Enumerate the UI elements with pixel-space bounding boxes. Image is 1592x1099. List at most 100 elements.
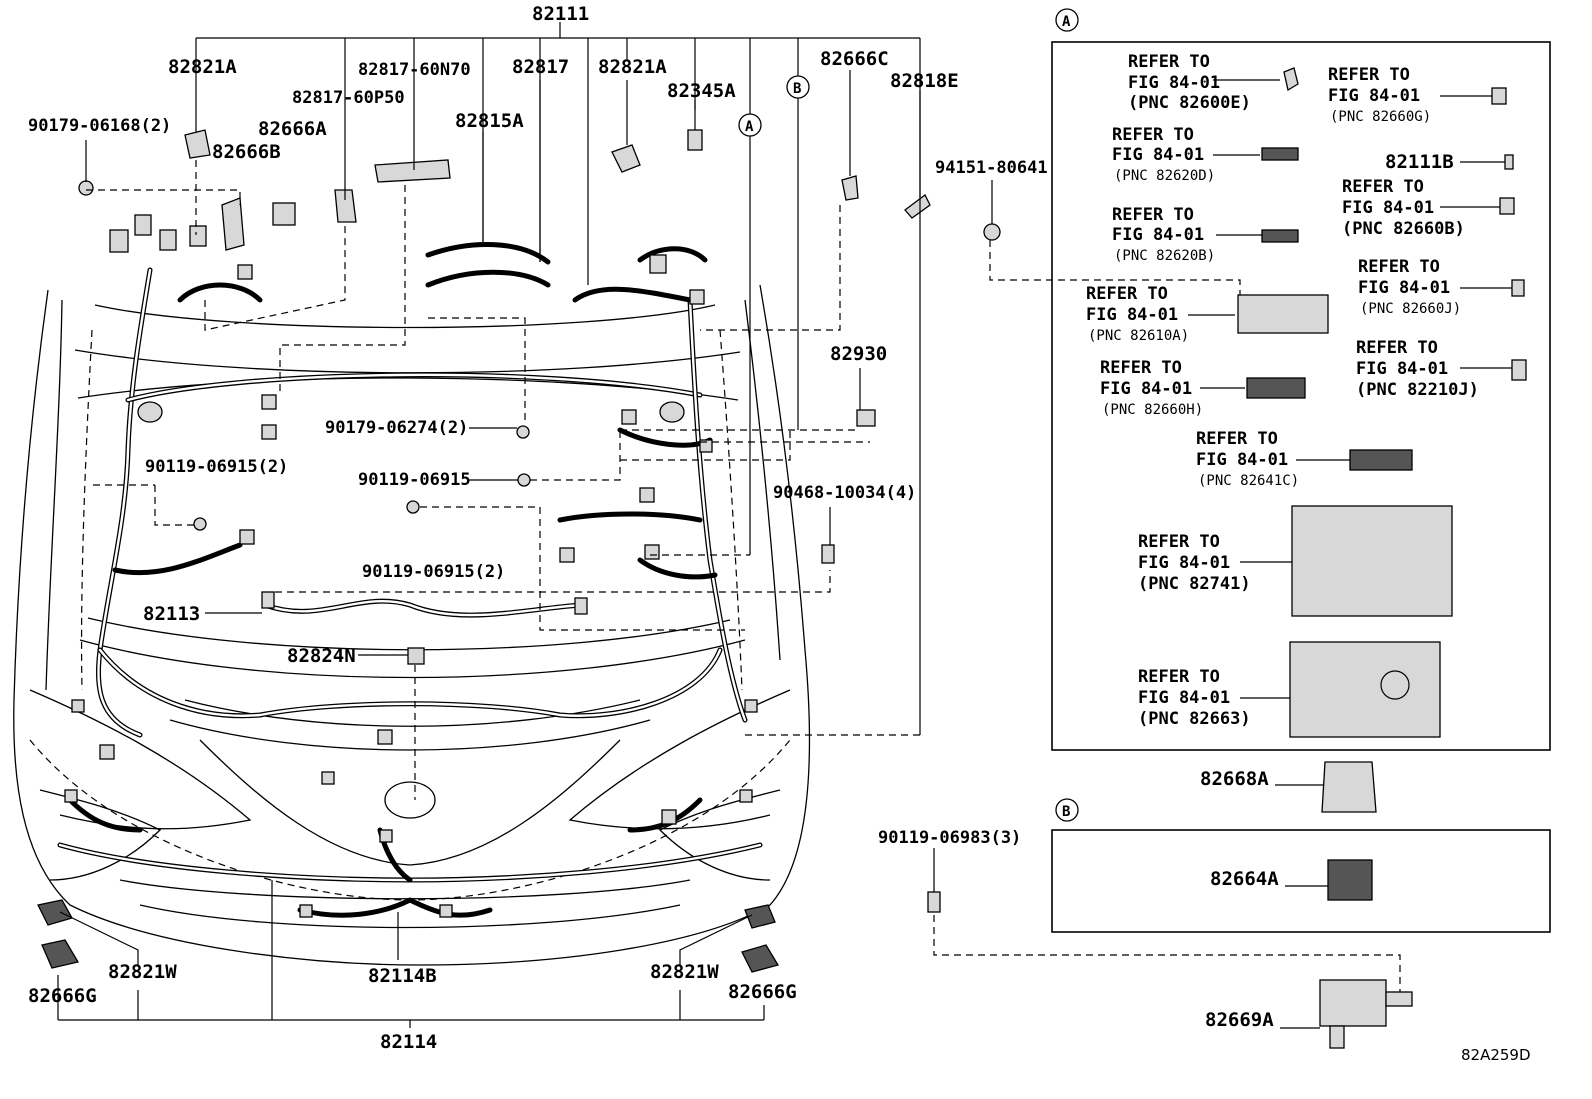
label-90119-06915-2a: 90119-06915(2) xyxy=(145,457,288,477)
callout-circles: A B xyxy=(738,75,810,137)
ref-5-line1: REFER TO xyxy=(1358,257,1440,277)
panel-b-badge-label: B xyxy=(1062,804,1070,820)
callout-b-circle xyxy=(786,75,810,99)
label-82666C: 82666C xyxy=(820,48,889,70)
part-82620B xyxy=(1261,229,1299,243)
callout-a-label: A xyxy=(745,119,754,135)
ref-10-line1: REFER TO xyxy=(1138,532,1220,552)
clip-82666G-left xyxy=(41,939,80,969)
bolt-90119-06915-c xyxy=(406,500,420,514)
label-82821A-right: 82821A xyxy=(598,56,667,78)
ref-4-line2: FIG 84-01 xyxy=(1112,225,1204,245)
label-82821A-left: 82821A xyxy=(168,56,237,78)
ref-2-line3: (PNC 82620D) xyxy=(1114,168,1215,184)
ref-11-line3: (PNC 82663) xyxy=(1138,709,1251,729)
label-82930: 82930 xyxy=(830,343,887,365)
fuse-82345A xyxy=(687,129,703,151)
ref-9-line1: REFER TO xyxy=(1196,429,1278,449)
label-82666B: 82666B xyxy=(212,141,281,163)
ref-4-line3: (PNC 82620B) xyxy=(1114,248,1215,264)
ref-6-line2: FIG 84-01 xyxy=(1086,305,1178,325)
part-labels: 82111 82821A 82817-60N70 82817 82821A 82… xyxy=(28,3,1531,1064)
part-82111B xyxy=(1504,154,1514,170)
clip-90468-10034 xyxy=(821,544,835,564)
protector-82817-60N70 xyxy=(374,159,451,183)
ref-0-line3: (PNC 82600E) xyxy=(1128,93,1251,113)
callout-a-circle xyxy=(738,113,762,137)
ref-8-line2: FIG 84-01 xyxy=(1356,359,1448,379)
bolt-90119-06983 xyxy=(927,891,941,913)
label-82664A: 82664A xyxy=(1210,868,1279,890)
label-82666G-left: 82666G xyxy=(28,985,97,1007)
ref-11-line1: REFER TO xyxy=(1138,667,1220,687)
sub-harness-82113 xyxy=(262,598,583,618)
ref-3-line2: FIG 84-01 xyxy=(1342,198,1434,218)
ref-1-line3: (PNC 82660G) xyxy=(1330,109,1431,125)
label-90119-06915: 90119-06915 xyxy=(358,470,471,490)
harness-connectors xyxy=(64,214,758,918)
panel-b-badge xyxy=(1055,798,1079,822)
bolt-90119-06915-b xyxy=(517,473,531,487)
connector-82824N xyxy=(407,647,425,665)
label-82114: 82114 xyxy=(380,1031,437,1053)
ref-9-line2: FIG 84-01 xyxy=(1196,450,1288,470)
label-82111B: 82111B xyxy=(1385,151,1454,173)
engine-room-harness-82111 xyxy=(95,246,748,738)
ref-2-line1: REFER TO xyxy=(1112,125,1194,145)
part-82600E xyxy=(1283,67,1299,92)
ref-7-line1: REFER TO xyxy=(1100,358,1182,378)
part-82210J xyxy=(1511,359,1527,381)
ref-2-line2: FIG 84-01 xyxy=(1112,145,1204,165)
part-82741 xyxy=(1291,505,1453,617)
label-82821W-left: 82821W xyxy=(108,961,177,983)
ref-7-line3: (PNC 82660H) xyxy=(1102,402,1203,418)
label-90179-06168: 90179-06168(2) xyxy=(28,116,171,136)
part-82610A xyxy=(1237,294,1329,334)
block-82666A xyxy=(272,202,296,226)
label-82669A: 82669A xyxy=(1205,1009,1274,1031)
label-82666G-right: 82666G xyxy=(728,981,797,1003)
ref-6-line1: REFER TO xyxy=(1086,284,1168,304)
label-90119-06915-2b: 90119-06915(2) xyxy=(362,562,505,582)
label-82824N: 82824N xyxy=(287,645,356,667)
ref-5-line3: (PNC 82660J) xyxy=(1360,301,1461,317)
label-82817-60P50: 82817-60P50 xyxy=(292,88,405,108)
ref-0-line2: FIG 84-01 xyxy=(1128,73,1220,93)
label-82114B: 82114B xyxy=(368,965,437,987)
label-82818E: 82818E xyxy=(890,70,959,92)
ref-1-line1: REFER TO xyxy=(1328,65,1410,85)
part-82660G xyxy=(1491,87,1507,105)
label-82817-60N70: 82817-60N70 xyxy=(358,60,471,80)
ref-8-line3: (PNC 82210J) xyxy=(1356,380,1479,400)
label-82815A: 82815A xyxy=(455,110,524,132)
part-82641C xyxy=(1349,449,1413,471)
label-90179-06274: 90179-06274(2) xyxy=(325,418,468,438)
clamp-82821A-right xyxy=(611,144,641,173)
label-82821W-right: 82821W xyxy=(650,961,719,983)
ref-5-line2: FIG 84-01 xyxy=(1358,278,1450,298)
label-82111: 82111 xyxy=(532,3,589,25)
part-82664A xyxy=(1327,859,1373,901)
part-82660J xyxy=(1511,279,1525,297)
part-82663 xyxy=(1289,641,1441,738)
label-94151-80641: 94151-80641 xyxy=(935,158,1048,178)
diagram-code: 82A259D xyxy=(1461,1046,1531,1064)
detail-panel-b: B xyxy=(1051,798,1551,933)
callout-b-label: B xyxy=(793,81,801,97)
clip-94151-80641 xyxy=(983,223,1001,241)
panel-a-frame xyxy=(1051,41,1551,751)
clamp-82821A-left xyxy=(184,129,211,159)
ref-3-line3: (PNC 82660B) xyxy=(1342,219,1465,239)
clamp-82821W-left xyxy=(37,899,73,926)
clamp-82821W-right xyxy=(744,904,776,929)
ref-1-line2: FIG 84-01 xyxy=(1328,86,1420,106)
clip-90179-06168 xyxy=(78,180,94,196)
label-90468-10034: 90468-10034(4) xyxy=(773,483,916,503)
part-82663-cap xyxy=(1380,670,1410,700)
label-82817: 82817 xyxy=(512,56,569,78)
relay-82930 xyxy=(856,409,876,427)
clip-90179-06274 xyxy=(516,425,530,439)
ref-10-line3: (PNC 82741) xyxy=(1138,574,1251,594)
ref-10-line2: FIG 84-01 xyxy=(1138,553,1230,573)
